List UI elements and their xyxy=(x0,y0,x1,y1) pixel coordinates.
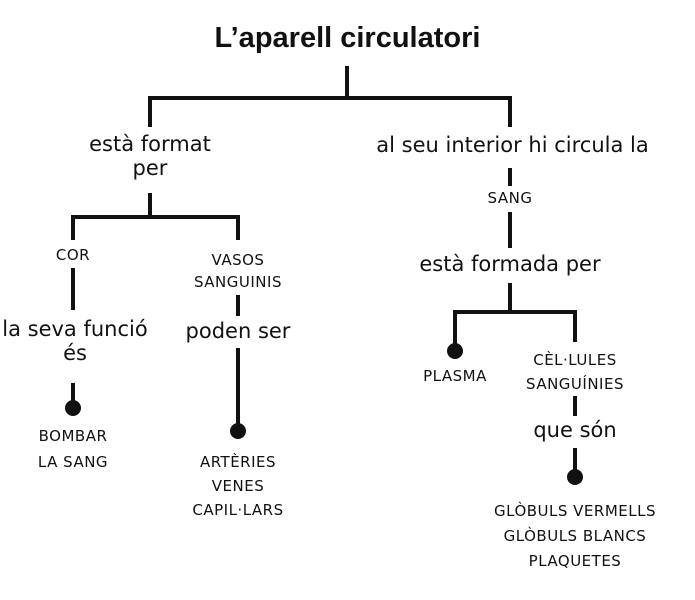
cellules-label: CÈL·LULES SANGUÍNIES xyxy=(505,348,645,396)
vasos-item-3: CAPIL·LARS xyxy=(192,501,284,519)
cellules-item-1: GLÒBULS VERMELLS xyxy=(494,502,656,520)
cellules-item-2: GLÒBULS BLANCS xyxy=(503,527,647,545)
cellules-item-3: PLAQUETES xyxy=(528,552,622,570)
cellules-items: GLÒBULS VERMELLS GLÒBULS BLANCS PLAQUETE… xyxy=(470,499,680,574)
plasma-label: PLASMA xyxy=(423,367,487,385)
cor-connector-line-1: la seva funció xyxy=(2,317,148,341)
sang-label: SANG xyxy=(487,189,533,207)
vasos-label: VASOS SANGUINIS xyxy=(168,249,308,293)
right-connector-label: al seu interior hi circula la xyxy=(376,133,649,157)
diagram-title: L’aparell circulatori xyxy=(214,22,481,54)
left-connector-label: està format per xyxy=(40,132,260,180)
left-connector-line-1: està format xyxy=(89,132,211,156)
cor-items: BOMBAR LA SANG xyxy=(13,423,133,475)
cor-connector-label: la seva funció és xyxy=(0,317,150,365)
cor-item-2: LA SANG xyxy=(37,453,109,471)
plasma-dot xyxy=(447,343,463,359)
vasos-item-2: VENES xyxy=(211,477,265,495)
cellules-label-line-2: SANGUÍNIES xyxy=(526,375,624,393)
vasos-connector-label: poden ser xyxy=(185,319,291,343)
vasos-leaf-dot xyxy=(230,423,246,439)
left-connector-line-2: per xyxy=(132,155,168,180)
cellules-leaf-dot xyxy=(567,469,583,485)
cor-connector-line-2: és xyxy=(63,340,87,365)
formada-connector-label: està formada per xyxy=(419,252,601,276)
vasos-label-line-2: SANGUINIS xyxy=(194,273,282,291)
vasos-items: ARTÈRIES VENES CAPIL·LARS xyxy=(168,450,308,522)
cellules-label-line-1: CÈL·LULES xyxy=(533,351,617,369)
vasos-item-1: ARTÈRIES xyxy=(199,453,277,471)
vasos-label-line-1: VASOS xyxy=(211,251,265,269)
cor-item-1: BOMBAR xyxy=(38,427,108,445)
cor-label: COR xyxy=(55,246,91,264)
cellules-connector-label: que són xyxy=(533,418,617,442)
cor-leaf-dot xyxy=(65,400,81,416)
